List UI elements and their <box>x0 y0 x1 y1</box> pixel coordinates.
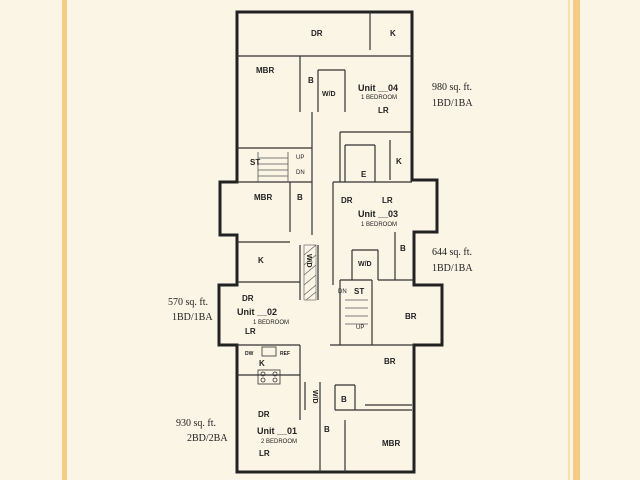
unit-01-subtitle: 2 BEDROOM <box>261 439 298 445</box>
room-label-mbr-01: MBR <box>382 439 401 448</box>
room-label-st-s: ST <box>354 287 365 296</box>
room-label-b-04: B <box>308 76 314 85</box>
room-label-k-top: K <box>390 29 396 38</box>
room-label-st-n: ST <box>250 158 261 167</box>
unit-01-area: 930 sq. ft. <box>176 418 216 429</box>
unit-02-title: Unit __02 <box>237 307 278 317</box>
unit-02-type: 1BD/1BA <box>172 312 213 323</box>
room-label-b-01b: B <box>324 425 330 434</box>
frame-right-inner-border <box>568 0 570 480</box>
unit-04-title: Unit __04 <box>358 83 399 93</box>
appliances <box>261 346 277 357</box>
unit-01-type: 2BD/2BA <box>187 433 228 444</box>
unit-03-title: Unit __03 <box>358 209 399 219</box>
room-label-lr-02: LR <box>245 327 256 336</box>
stair-n <box>257 152 289 182</box>
room-label-dw: DW <box>245 351 254 357</box>
interior-walls <box>237 12 414 472</box>
room-label-k-01: K <box>259 359 265 368</box>
room-label-lr-01: LR <box>259 449 270 458</box>
room-label-k-02: K <box>258 256 264 265</box>
unit-02-area: 570 sq. ft. <box>168 297 208 308</box>
frame-right-border <box>573 0 580 480</box>
unit-04-subtitle: 1 BEDROOM <box>361 95 398 101</box>
room-label-wd-04: W/D <box>322 91 336 98</box>
room-label-mbr-02: MBR <box>254 193 273 202</box>
unit-01-title: Unit __01 <box>257 426 298 436</box>
room-label-b-03: B <box>400 244 406 253</box>
room-label-e: E <box>361 170 367 179</box>
unit-03-subtitle: 1 BEDROOM <box>361 222 398 228</box>
unit-02-subtitle: 1 BEDROOM <box>253 320 290 326</box>
room-label-wd-03: W/D <box>358 261 372 268</box>
room-label-br-03: BR <box>405 312 417 321</box>
room-label-ref: REF <box>280 351 290 357</box>
room-label-b-02: B <box>297 193 303 202</box>
room-label-wd-02: W/D <box>305 254 312 268</box>
room-label-lr-04: LR <box>378 106 389 115</box>
unit-04-area: 980 sq. ft. <box>432 82 472 93</box>
room-label-up-n: UP <box>296 155 305 161</box>
room-label-wd-01: W/D <box>311 390 318 404</box>
room-label-b-01a: B <box>341 395 347 404</box>
unit-03-type: 1BD/1BA <box>432 263 473 274</box>
room-label-br-01: BR <box>384 357 396 366</box>
unit-04-type: 1BD/1BA <box>432 98 473 109</box>
range-symbol <box>257 369 281 385</box>
room-label-mbr-04: MBR <box>256 66 275 75</box>
room-label-dn-n: DN <box>296 170 305 176</box>
room-label-dr-02: DR <box>242 294 254 303</box>
room-label-dr-03: DR <box>341 196 353 205</box>
room-label-dr-01: DR <box>258 410 270 419</box>
room-label-lr-03: LR <box>382 196 393 205</box>
stair-s <box>345 299 368 325</box>
room-label-up-s: UP <box>356 325 365 331</box>
room-label-k-03: K <box>396 157 402 166</box>
unit-03-area: 644 sq. ft. <box>432 247 472 258</box>
frame-left-border <box>62 0 67 480</box>
shaft-hatch <box>303 244 317 301</box>
room-label-dn-s: DN <box>338 289 347 295</box>
room-label-dr-top: DR <box>311 29 323 38</box>
exterior-walls <box>217 10 444 474</box>
